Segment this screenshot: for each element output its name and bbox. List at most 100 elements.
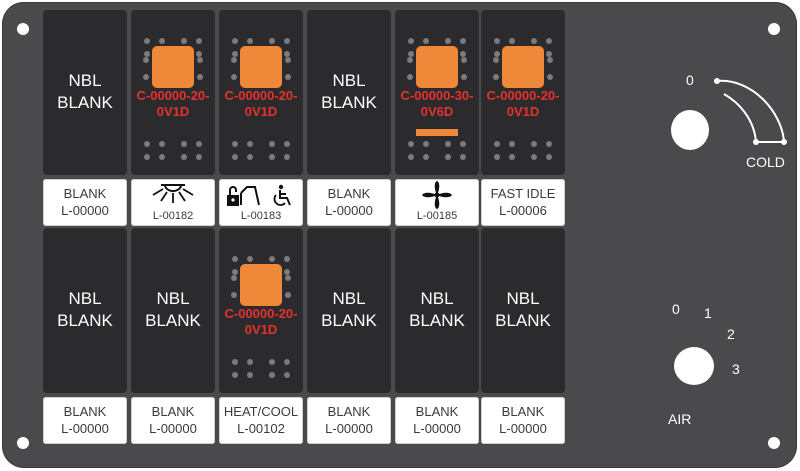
indicator-dot	[494, 154, 500, 160]
rocker-switch-2-6[interactable]: NBL BLANK	[481, 228, 565, 393]
indicator-dot	[494, 38, 500, 44]
indicator-dot	[494, 141, 500, 147]
indicator-dot	[247, 141, 253, 147]
air-position-1: 1	[704, 305, 712, 321]
indicator-dot	[231, 275, 237, 281]
indicator-dot	[423, 154, 429, 160]
air-position-3: 3	[732, 361, 740, 377]
indicator-dot	[232, 51, 238, 57]
indicator-dot	[546, 38, 552, 44]
switch-part-code: C-00000-20- 0V1D	[224, 88, 298, 119]
label-code: L-00006	[499, 203, 547, 218]
label-code: L-00102	[237, 421, 285, 436]
indicator-dot	[407, 74, 413, 80]
rocker-switch-2-4[interactable]: NBL BLANK	[307, 228, 391, 393]
indicator-dot	[461, 74, 467, 80]
indicator-dot	[247, 154, 253, 160]
indicator-dot	[231, 74, 237, 80]
blank-switch-text: NBL BLANK	[57, 71, 113, 112]
blank-switch-text: NBL BLANK	[321, 289, 377, 330]
indicator-dot	[231, 292, 237, 298]
rocker-switch-2-1[interactable]: NBL BLANK	[43, 228, 127, 393]
lock-wheelchair-icon	[227, 184, 291, 206]
rocker-switch-2-2[interactable]: NBL BLANK	[131, 228, 215, 393]
indicator-dot	[247, 38, 253, 44]
switch-label-1-5: L-00185	[395, 179, 479, 226]
indicator-dot	[284, 154, 290, 160]
temperature-knob[interactable]	[671, 110, 709, 150]
rocker-switch-1-4[interactable]: NBL BLANK	[307, 10, 391, 175]
indicator-dot	[247, 256, 253, 262]
switch-part-code: C-00000-20- 0V1D	[224, 306, 298, 337]
indicator-dot	[144, 38, 150, 44]
led-indicator	[240, 46, 282, 88]
rocker-switch-1-1[interactable]: NBL BLANK	[43, 10, 127, 175]
switch-label-1-2: L-00182	[131, 179, 215, 226]
indicator-dot	[269, 359, 275, 365]
indicator-dot	[460, 154, 466, 160]
indicator-dot	[284, 256, 290, 262]
indicator-dot	[181, 141, 187, 147]
rocker-switch-2-3[interactable]: C-00000-20- 0V1D	[219, 228, 303, 393]
label-code: L-00000	[149, 421, 197, 436]
indicator-dot	[546, 154, 552, 160]
indicator-dot	[196, 51, 202, 57]
label-code: L-00182	[152, 210, 194, 222]
blank-switch-text: NBL BLANK	[321, 71, 377, 112]
indicator-dot	[509, 38, 515, 44]
indicator-dot	[143, 57, 149, 63]
label-code: L-00000	[325, 203, 373, 218]
rocker-switch-1-3[interactable]: C-00000-20- 0V1D	[219, 10, 303, 175]
indicator-dot	[144, 141, 150, 147]
indicator-dot	[408, 38, 414, 44]
indicator-dot	[494, 51, 500, 57]
rocker-switch-1-5[interactable]: C-00000-30- 0V6D	[395, 10, 479, 175]
indicator-dot	[232, 359, 238, 365]
indicator-dot	[247, 372, 253, 378]
indicator-dot	[232, 38, 238, 44]
indicator-dot	[181, 154, 187, 160]
label-title: BLANK	[501, 404, 545, 419]
rocker-switch-1-6[interactable]: C-00000-20- 0V1D	[481, 10, 565, 175]
switch-part-code: C-00000-20- 0V1D	[136, 88, 210, 119]
switch-label-1-3: L-00183	[219, 179, 303, 226]
indicator-dot	[284, 359, 290, 365]
label-code: L-00000	[325, 421, 373, 436]
indicator-dot	[143, 74, 149, 80]
blank-switch-text: NBL BLANK	[409, 289, 465, 330]
indicator-dot	[232, 154, 238, 160]
blank-switch-text: NBL BLANK	[145, 289, 201, 330]
temp-position-0: 0	[686, 72, 694, 88]
blank-switch-text: NBL BLANK	[57, 289, 113, 330]
label-title: BLANK	[327, 404, 371, 419]
cold-dial-arc-icon	[714, 78, 787, 145]
indicator-dot	[197, 57, 203, 63]
rocker-switch-2-5[interactable]: NBL BLANK	[395, 228, 479, 393]
indicator-dot	[493, 74, 499, 80]
indicator-dot	[269, 154, 275, 160]
indicator-dot	[232, 372, 238, 378]
blank-switch-text: NBL BLANK	[495, 289, 551, 330]
rocker-switch-1-2[interactable]: C-00000-20- 0V1D	[131, 10, 215, 175]
indicator-dot	[445, 38, 451, 44]
indicator-dot	[531, 38, 537, 44]
air-knob[interactable]	[674, 347, 714, 385]
indicator-dot	[269, 141, 275, 147]
indicator-dot	[269, 256, 275, 262]
indicator-dot	[196, 38, 202, 44]
indicator-dot	[407, 57, 413, 63]
indicator-dot	[408, 154, 414, 160]
indicator-dot	[159, 38, 165, 44]
air-position-2: 2	[727, 326, 735, 342]
led-indicator	[502, 46, 544, 88]
indicator-dot	[232, 256, 238, 262]
indicator-dot	[232, 141, 238, 147]
indicator-dot	[269, 38, 275, 44]
work-light-icon	[152, 184, 194, 203]
